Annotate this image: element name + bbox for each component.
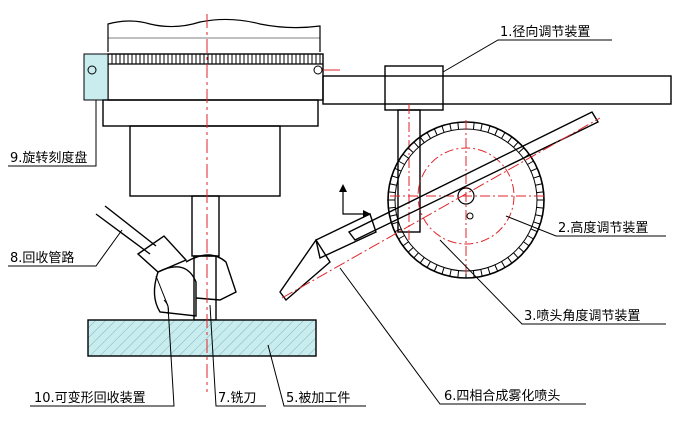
label-variable-recovery-device: 10.可变形回收装置 [34, 390, 146, 406]
label-rotary-dial: 9.旋转刻度盘 [10, 150, 87, 166]
wheel-hub-dot [466, 212, 474, 220]
workpiece [87, 319, 317, 357]
label-milling-cutter: 7.铣刀 [218, 391, 256, 406]
dial-scale-ticks [111, 54, 321, 64]
label-four-phase-nozzle: 6.四相合成雾化喷头 [444, 389, 560, 404]
label-recovery-pipe: 8.回收管路 [10, 250, 74, 266]
label-nozzle-angle-adjuster: 3.喷头角度调节装置 [524, 308, 640, 324]
label-height-adjuster: 2.高度调节装置 [558, 220, 648, 236]
recovery-pipe [95, 205, 188, 273]
milling-cutter [193, 255, 217, 321]
spindle-head [107, 18, 321, 52]
variable-recovery-device [153, 254, 237, 317]
radial-arm [322, 65, 672, 111]
dial-pivot-left [87, 65, 97, 75]
height-adjuster-wheel [387, 120, 545, 279]
height-post [397, 104, 421, 240]
label-radial-adjuster: 1.径向调节装置 [500, 24, 590, 40]
atomizing-nozzle [279, 111, 601, 302]
dial-pivot-right [313, 65, 323, 75]
label-workpiece: 5.被加工件 [286, 391, 350, 406]
rotary-dial [83, 53, 324, 101]
spindle-body [102, 99, 319, 257]
direction-arrow-icon [339, 184, 371, 218]
leader-lines [8, 39, 666, 407]
